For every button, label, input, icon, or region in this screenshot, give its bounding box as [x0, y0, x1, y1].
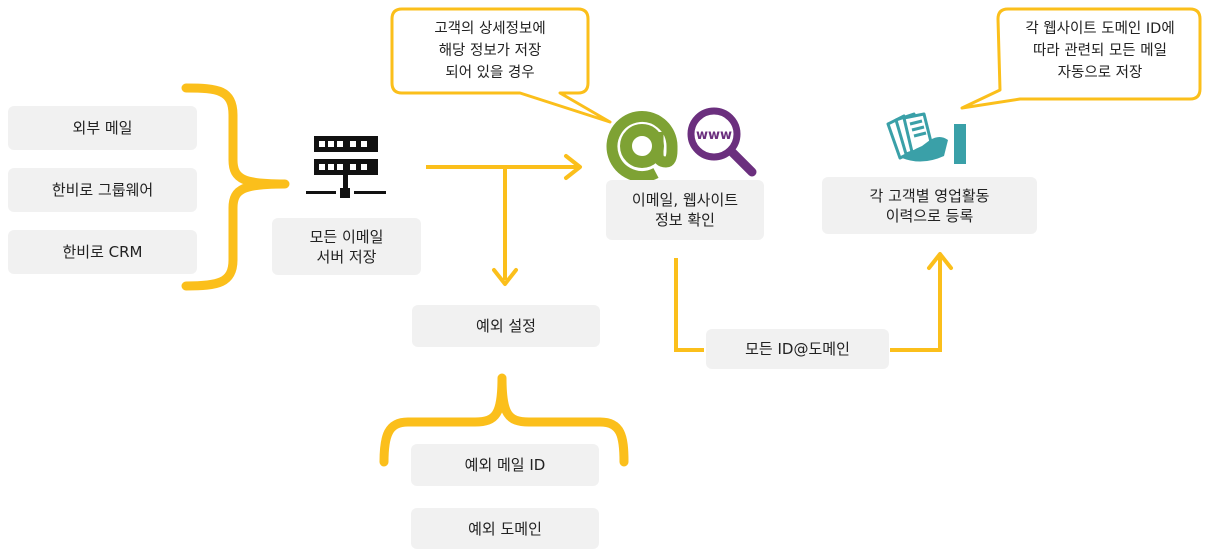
exception-brace — [379, 373, 629, 467]
source-label: 외부 메일 — [72, 119, 133, 137]
www-text: www — [696, 128, 732, 143]
exception-settings-label: 예외 설정 — [476, 317, 536, 335]
source-crm: 한비로 CRM — [8, 230, 197, 274]
documents-in-hand-icon — [886, 112, 966, 164]
server-storage-label: 모든 이메일 서버 저장 — [309, 227, 384, 266]
exception-domain-box: 예외 도메인 — [411, 508, 599, 549]
exception-mail-id-label: 예외 메일 ID — [464, 456, 546, 474]
all-id-domain-box: 모든 ID@도메인 — [706, 329, 889, 369]
exception-settings-box: 예외 설정 — [412, 305, 600, 347]
email-website-check-label: 이메일, 웹사이트 정보 확인 — [631, 191, 739, 229]
source-label: 한비로 CRM — [62, 243, 143, 261]
source-label: 한비로 그룹웨어 — [51, 181, 154, 199]
www-magnifier-icon: www — [687, 107, 757, 177]
exception-domain-label: 예외 도메인 — [468, 519, 542, 538]
register-history-label: 각 고객별 영업활동 이력으로 등록 — [869, 186, 990, 225]
all-id-domain-label: 모든 ID@도메인 — [745, 340, 850, 358]
bubble-left-outline — [390, 7, 612, 124]
bubble-right-outline — [960, 7, 1202, 110]
bubble-left-text: 고객의 상세정보에 해당 정보가 저장 되어 있을 경우 — [434, 21, 546, 81]
bubble-right-text: 각 웹사이트 도메인 ID에 따라 관련되 모든 메일 자동으로 저장 — [1025, 21, 1175, 81]
email-website-check-box: 이메일, 웹사이트 정보 확인 — [606, 180, 764, 240]
arrow-check-to-register — [674, 257, 942, 352]
server-icon — [306, 136, 386, 198]
sources-brace — [181, 83, 290, 291]
server-storage-box: 모든 이메일 서버 저장 — [272, 218, 421, 275]
register-history-box: 각 고객별 영업활동 이력으로 등록 — [822, 177, 1037, 234]
source-external-mail: 외부 메일 — [8, 106, 197, 150]
at-sign-icon — [606, 111, 678, 182]
source-groupware: 한비로 그룹웨어 — [8, 168, 197, 212]
exception-mail-id-box: 예외 메일 ID — [411, 444, 599, 486]
